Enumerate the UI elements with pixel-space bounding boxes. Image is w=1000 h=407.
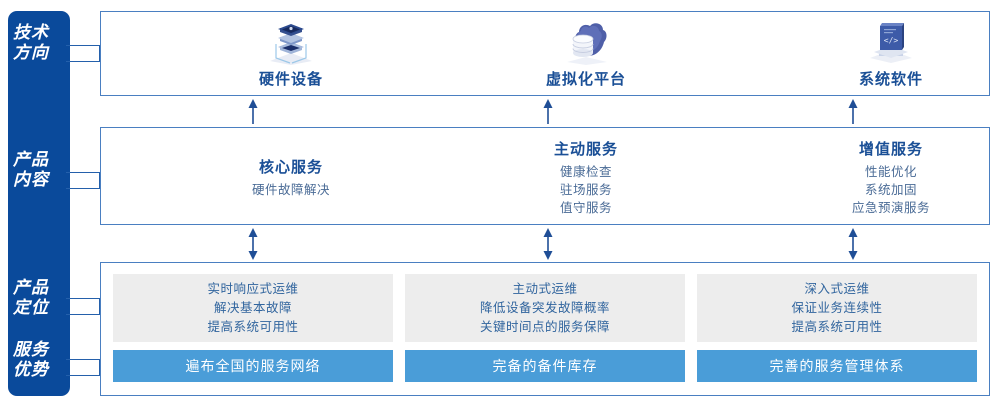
tech-title: 硬件设备 <box>258 71 323 88</box>
advantage-bar[interactable]: 完备的备件库存 <box>405 350 685 382</box>
connector-line <box>66 61 100 62</box>
position-line: 提高系统可用性 <box>791 319 883 334</box>
position-line: 主动式运维 <box>512 281 578 296</box>
connector-line <box>66 314 100 315</box>
tech-title: 虚拟化平台 <box>545 71 626 88</box>
content-line: 硬件故障解决 <box>251 182 330 197</box>
advantage-bar[interactable]: 遍布全国的服务网络 <box>113 350 393 382</box>
connector-line <box>66 172 100 173</box>
content-line: 性能优化 <box>864 164 917 179</box>
rail-label-line2: 定位 <box>13 298 49 317</box>
rail-label-line1: 技术 <box>13 23 49 42</box>
rail-item-tech-direction[interactable]: 技术 方向 <box>0 23 62 63</box>
content-title: 核心服务 <box>258 158 323 176</box>
position-line: 提高系统可用性 <box>207 319 299 334</box>
content-line: 应急预演服务 <box>851 200 930 215</box>
advantage-bar-label: 完备的备件库存 <box>492 358 598 374</box>
connector-line <box>66 298 100 299</box>
position-box: 深入式运维 保证业务连续性 提高系统可用性 <box>697 274 977 342</box>
tech-title: 系统软件 <box>858 71 923 88</box>
content-line: 健康检查 <box>559 164 612 179</box>
arrow-双向-core <box>246 228 260 260</box>
cloud-database-icon <box>555 20 617 66</box>
arrow-bidirectional-proactive <box>541 228 555 260</box>
content-title: 增值服务 <box>858 140 923 158</box>
rail-label-line2: 方向 <box>13 43 49 62</box>
content-title: 主动服务 <box>553 140 618 158</box>
rail-label-line2: 内容 <box>13 170 49 189</box>
tech-column-software[interactable]: </> 系统软件 <box>791 12 991 97</box>
tech-column-hardware[interactable]: 硬件设备 <box>191 12 391 97</box>
content-line: 值守服务 <box>559 200 612 215</box>
tech-column-virtualization[interactable]: 虚拟化平台 <box>486 12 686 97</box>
rail-item-product-content[interactable]: 产品 内容 <box>0 150 62 190</box>
rail-label-line1: 服务 <box>13 340 49 359</box>
bottom-group-realtime[interactable]: 实时响应式运维 解决基本故障 提高系统可用性 遍布全国的服务网络 <box>113 274 393 382</box>
rail-label-line1: 产品 <box>13 150 49 169</box>
rail-label-line2: 优势 <box>13 360 49 379</box>
advantage-bar[interactable]: 完善的服务管理体系 <box>697 350 977 382</box>
connector-line <box>66 45 100 46</box>
content-line: 驻场服务 <box>559 182 612 197</box>
connector-line <box>99 298 100 315</box>
rail-item-service-advantage[interactable]: 服务 优势 <box>0 340 62 380</box>
laptop-code-icon: </> <box>860 20 922 66</box>
position-line: 实时响应式运维 <box>207 281 299 296</box>
category-rail <box>8 11 70 396</box>
advantage-bar-label: 完善的服务管理体系 <box>769 358 905 374</box>
position-line: 深入式运维 <box>804 281 870 296</box>
position-line: 解决基本故障 <box>213 300 292 315</box>
connector-line <box>99 359 100 376</box>
server-stack-icon <box>260 20 322 66</box>
position-box: 实时响应式运维 解决基本故障 提高系统可用性 <box>113 274 393 342</box>
product-content-panel: 核心服务 硬件故障解决 主动服务 健康检查 驻场服务 值守服务 增值服务 性能优… <box>100 127 990 225</box>
svg-text:</>: </> <box>884 36 899 45</box>
arrow-up-virtualization <box>541 99 555 124</box>
connector-line <box>66 188 100 189</box>
bottom-group-proactive[interactable]: 主动式运维 降低设备突发故障概率 关键时间点的服务保障 完备的备件库存 <box>405 274 685 382</box>
rail-label-line1: 产品 <box>13 278 49 297</box>
rail-item-product-position[interactable]: 产品 定位 <box>0 278 62 318</box>
position-box: 主动式运维 降低设备突发故障概率 关键时间点的服务保障 <box>405 274 685 342</box>
position-line: 关键时间点的服务保障 <box>479 319 610 334</box>
arrow-up-software <box>846 99 860 124</box>
content-column-core-service[interactable]: 核心服务 硬件故障解决 <box>191 128 391 226</box>
arrow-bidirectional-value-added <box>846 228 860 260</box>
tech-direction-panel: 硬件设备 虚拟化平台 <box>100 11 990 96</box>
product-position-panel: 实时响应式运维 解决基本故障 提高系统可用性 遍布全国的服务网络 主动式运维 降… <box>100 262 990 396</box>
position-line: 保证业务连续性 <box>791 300 883 315</box>
connector-line <box>99 172 100 189</box>
content-column-proactive-service[interactable]: 主动服务 健康检查 驻场服务 值守服务 <box>486 128 686 226</box>
connector-line <box>66 359 100 360</box>
content-column-value-added-service[interactable]: 增值服务 性能优化 系统加固 应急预演服务 <box>791 128 991 226</box>
position-line: 降低设备突发故障概率 <box>479 300 610 315</box>
content-line: 系统加固 <box>864 182 917 197</box>
advantage-bar-label: 遍布全国的服务网络 <box>185 358 321 374</box>
connector-line <box>66 375 100 376</box>
arrow-up-hardware <box>246 99 260 124</box>
connector-line <box>99 45 100 62</box>
bottom-group-indepth[interactable]: 深入式运维 保证业务连续性 提高系统可用性 完善的服务管理体系 <box>697 274 977 382</box>
